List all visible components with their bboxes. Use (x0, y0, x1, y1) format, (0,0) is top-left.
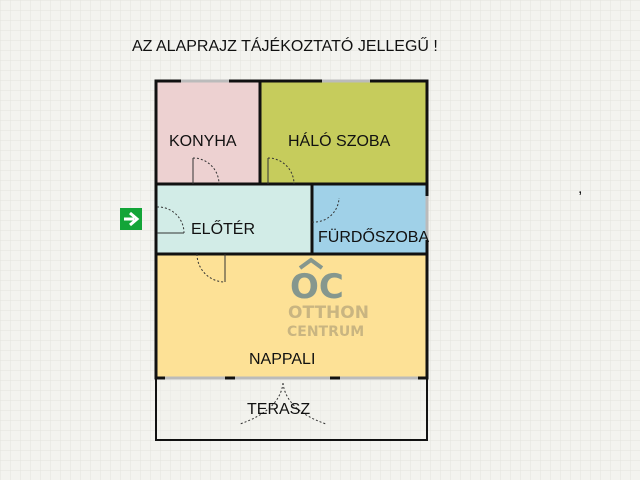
room-terasz (157, 378, 426, 439)
doors (156, 157, 340, 425)
room-furdoszoba (312, 184, 426, 254)
label-konyha: KONYHA (169, 133, 237, 150)
arrow-right-icon (124, 211, 140, 227)
room-eloter (157, 184, 312, 254)
watermark-line2: CENTRUM (287, 324, 364, 340)
stray-mark: , (578, 180, 582, 197)
watermark-logo: OC OTTHON CENTRUM (287, 257, 369, 340)
label-halo-szoba: HÁLÓ SZOBA (288, 131, 391, 150)
watermark-caret (298, 257, 324, 270)
room-halo-szoba (260, 82, 426, 184)
label-terasz: TERASZ (247, 401, 310, 418)
watermark-line1: OTTHON (288, 303, 369, 323)
label-eloter: ELŐTÉR (191, 219, 255, 238)
disclaimer-title: AZ ALAPRAJZ TÁJÉKOZTATÓ JELLEGŰ ! (132, 36, 438, 55)
room-nappali (157, 254, 426, 378)
watermark-monogram: OC (290, 267, 344, 307)
label-furdoszoba: FÜRDŐSZOBA (318, 227, 429, 246)
entrance-marker (120, 208, 142, 230)
room-konyha (157, 82, 260, 184)
windows (165, 79, 429, 380)
label-nappali: NAPPALI (249, 351, 315, 368)
